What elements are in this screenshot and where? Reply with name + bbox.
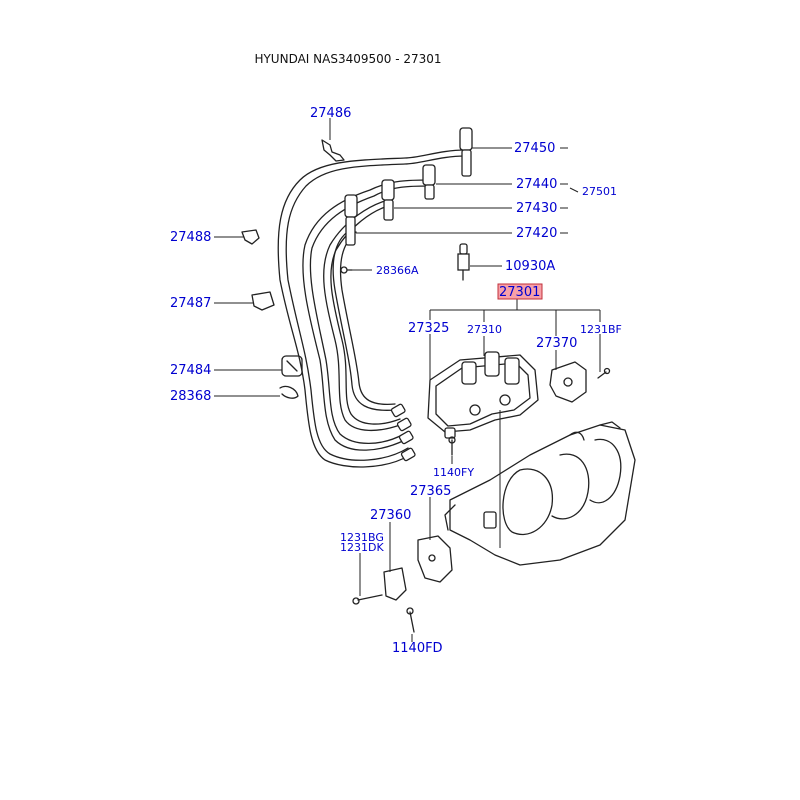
intake-manifold xyxy=(444,421,636,566)
label-27450[interactable]: 27450 xyxy=(514,141,555,156)
label-27484[interactable]: 27484 xyxy=(170,363,211,378)
label-27325[interactable]: 27325 xyxy=(408,321,449,336)
label-27488[interactable]: 27488 xyxy=(170,230,211,245)
label-27501[interactable]: 27501 xyxy=(582,185,617,198)
label-27420[interactable]: 27420 xyxy=(516,226,557,241)
label-28366a[interactable]: 28366A xyxy=(376,264,419,277)
label-1231bg[interactable]: 1231BG xyxy=(340,531,384,544)
coil-bracket-27365 xyxy=(417,535,453,583)
label-27486[interactable]: 27486 xyxy=(310,106,351,121)
bolt-1140fd xyxy=(406,607,415,633)
label-1140fd[interactable]: 1140FD xyxy=(392,641,443,656)
spark-plug-10930a xyxy=(457,243,470,281)
bracket-27360 xyxy=(352,567,407,605)
diagram-title: HYUNDAI NAS3409500 - 27301 xyxy=(254,52,442,66)
leader-lines xyxy=(214,118,601,642)
label-10930a[interactable]: 10930A xyxy=(505,259,555,274)
coil-cover-27370 xyxy=(549,361,587,403)
label-27440[interactable]: 27440 xyxy=(516,177,557,192)
spark-plug-cable-set xyxy=(277,127,473,468)
label-27365[interactable]: 27365 xyxy=(410,484,451,499)
label-27487[interactable]: 27487 xyxy=(170,296,211,311)
label-1231dk[interactable]: 1231DK xyxy=(340,541,384,554)
label-27360[interactable]: 27360 xyxy=(370,508,411,523)
label-27301[interactable]: 27301 xyxy=(499,285,540,300)
clip-28368 xyxy=(279,385,299,399)
bolt-1140fy xyxy=(448,436,456,456)
cable-holder-27487 xyxy=(251,291,275,311)
label-1140fy[interactable]: 1140FY xyxy=(433,466,474,479)
grommet-27484 xyxy=(281,355,303,377)
highlight-27301 xyxy=(497,283,543,300)
part-labels: 27486 27450 27440 27501 27430 27420 2748… xyxy=(170,106,622,656)
screw-1231bf xyxy=(597,367,611,379)
cable-clip-27488 xyxy=(241,229,260,245)
label-28368[interactable]: 28368 xyxy=(170,389,211,404)
label-27430[interactable]: 27430 xyxy=(516,201,557,216)
label-27310[interactable]: 27310 xyxy=(467,323,502,336)
label-1231bf[interactable]: 1231BF xyxy=(580,323,622,336)
cable-clip-27486 xyxy=(321,139,345,162)
ignition-coil-assembly xyxy=(427,351,539,439)
label-27370[interactable]: 27370 xyxy=(536,336,577,351)
